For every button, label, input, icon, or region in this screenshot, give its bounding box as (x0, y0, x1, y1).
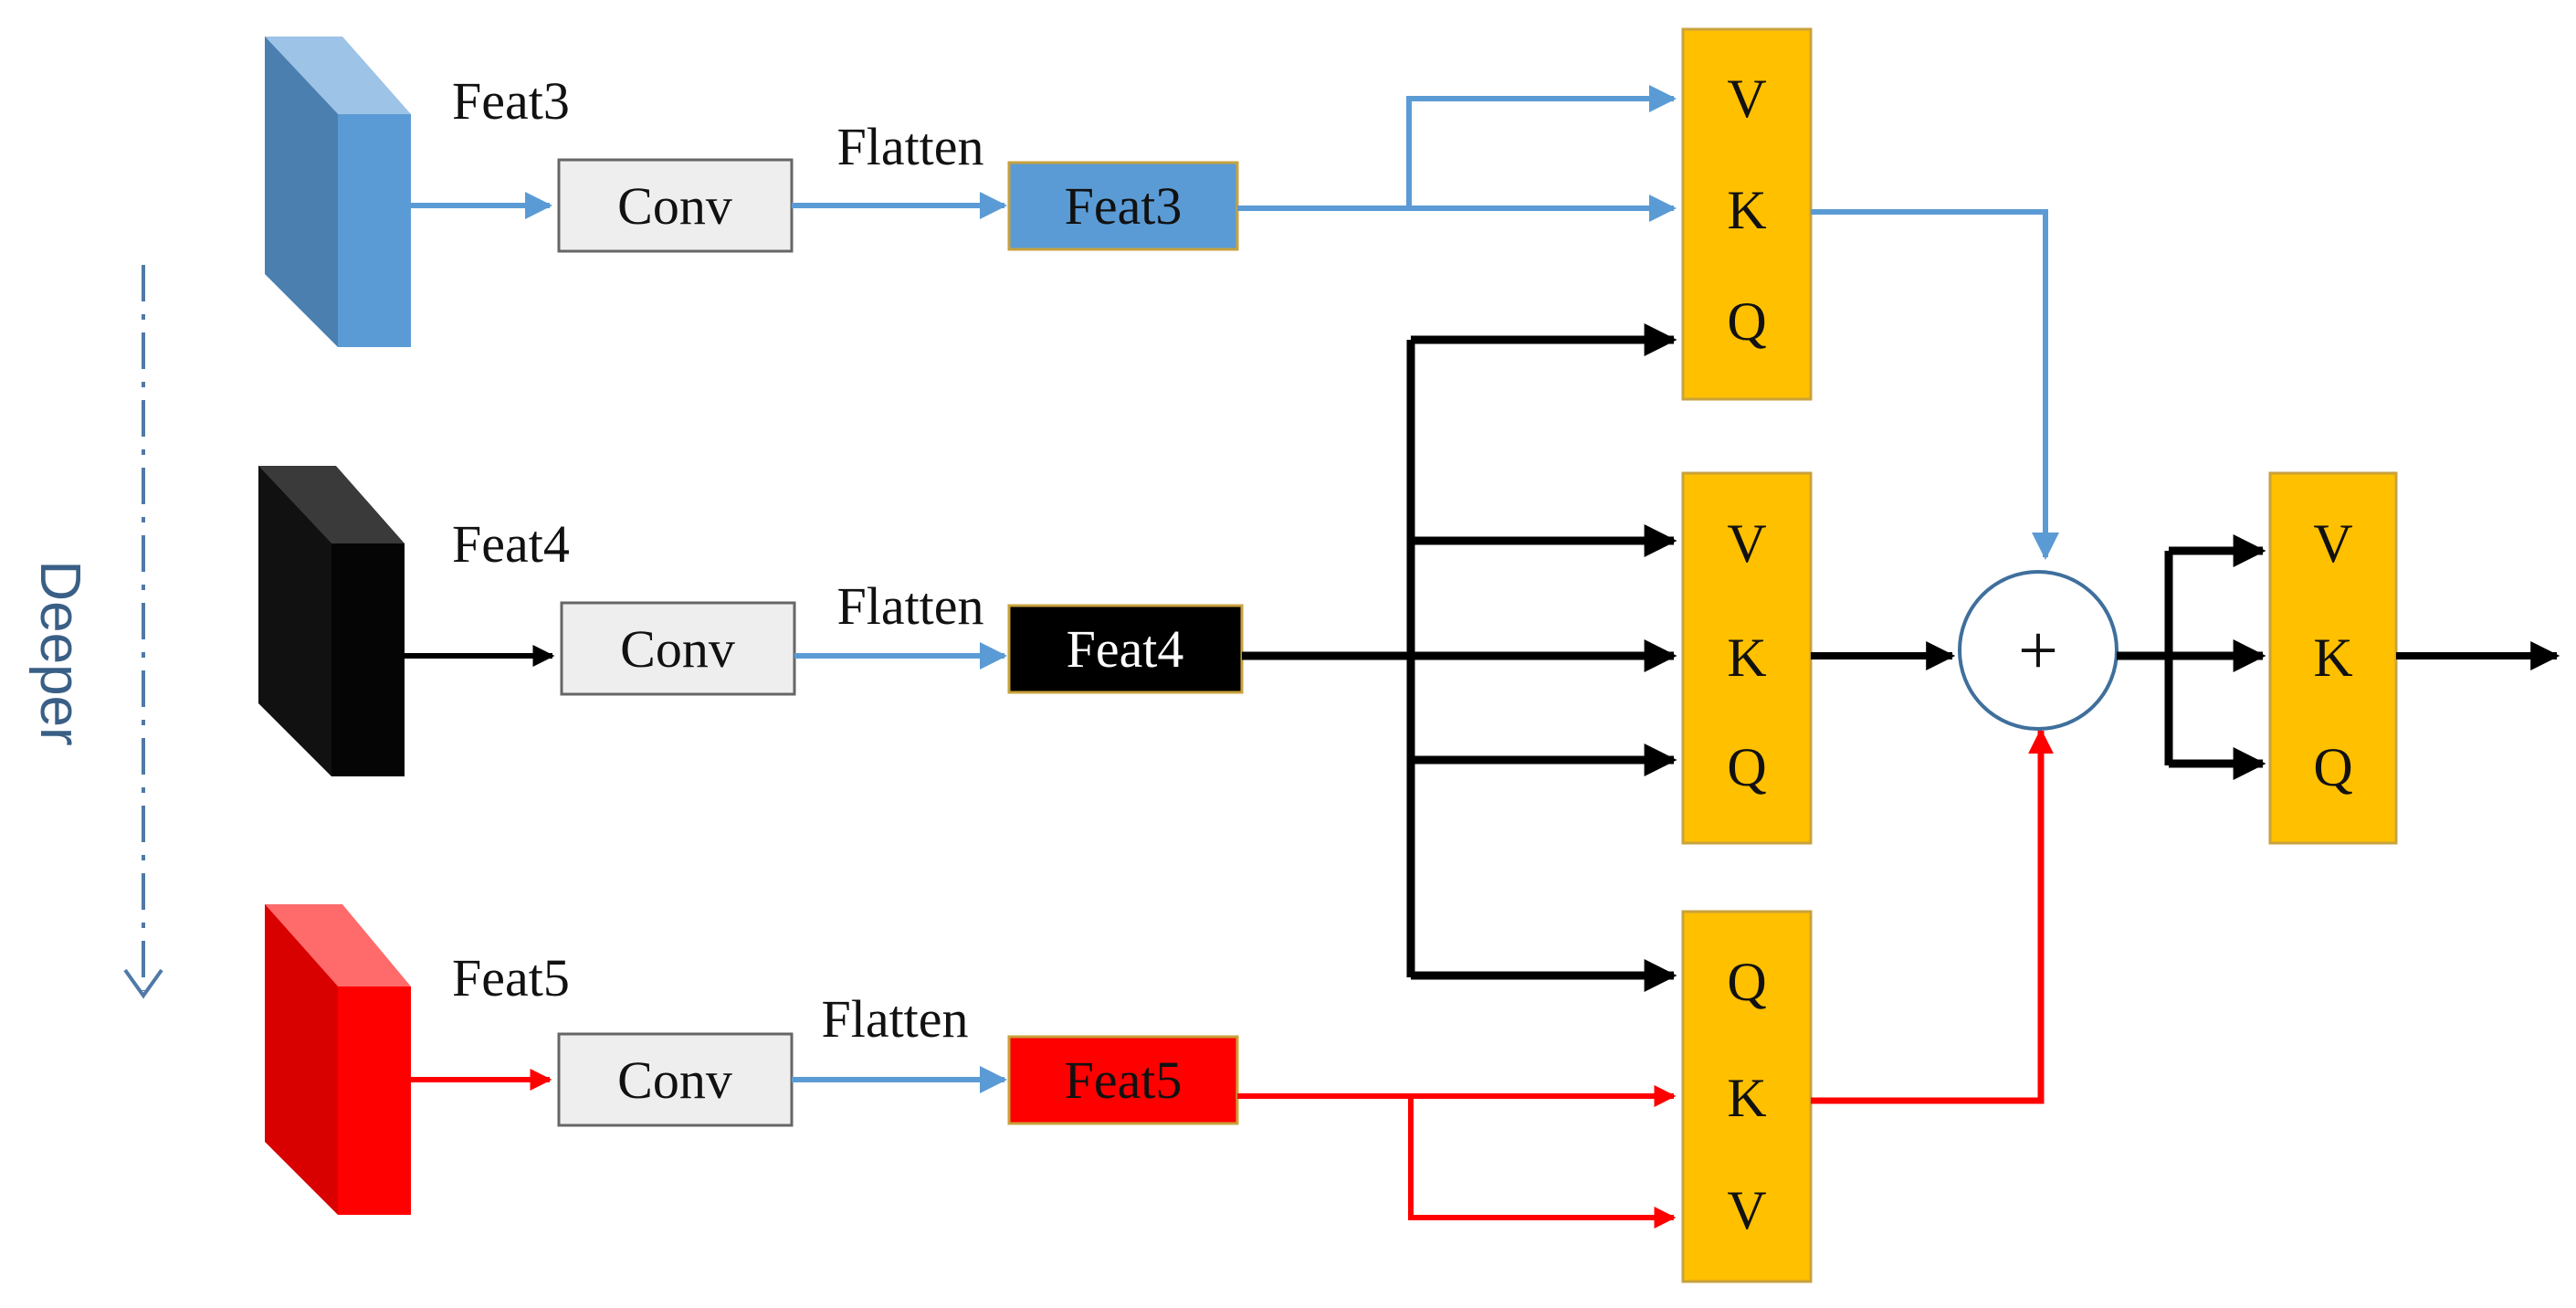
attn-top-to-sum-arrow (1811, 209, 2059, 560)
feat3-token-box (1007, 161, 1239, 251)
feat5-flatten-label: Flatten (821, 989, 968, 1049)
feat5-cube-label: Feat5 (452, 948, 570, 1007)
attn-final-letter-2: Q (2313, 737, 2352, 797)
feat4-conv-box (560, 601, 796, 696)
row-feat3: Feat3 Conv Flatten Feat3 (265, 37, 1677, 347)
feat4-token-label: Feat4 (1067, 619, 1184, 679)
feat3-flatten-label: Flatten (836, 117, 983, 176)
feat5-conv-label: Conv (617, 1050, 732, 1110)
feat4-flatten-label: Flatten (836, 576, 983, 636)
attn-mid-letter-2: Q (1727, 737, 1766, 797)
attn-mid-letter-0: V (1727, 513, 1766, 574)
dashdot-down-arrow-icon (123, 968, 163, 999)
feat5-cube (265, 904, 411, 1215)
attn-final-letter-1: K (2313, 628, 2352, 688)
attn-final-letter-0: V (2313, 513, 2352, 574)
attn-top-letter-0: V (1727, 69, 1766, 129)
attn-top-letter-2: Q (1727, 291, 1766, 352)
attn-mid-letter-1: K (1727, 628, 1766, 688)
attn-bottom-block: Q K V (1681, 910, 1813, 1283)
feat3-conv-box (557, 158, 794, 253)
feat4-token-box (1007, 604, 1244, 694)
feat3-token-label: Feat3 (1065, 176, 1183, 236)
row-feat4: Feat4 Conv Flatten Feat4 (258, 323, 1677, 992)
feat5-conv-box (557, 1032, 794, 1127)
attn-final-block: V K Q (2268, 471, 2398, 845)
attn-mid-block: V K Q (1681, 471, 1813, 845)
feat3-cube-label: Feat3 (452, 71, 570, 131)
attn-top-letter-1: K (1727, 180, 1766, 240)
feat5-to-V-arrow (1408, 1096, 1677, 1229)
attn-bottom-letter-1: K (1727, 1068, 1766, 1128)
deeper-label: Deeper (28, 560, 91, 745)
feat5-token-label: Feat5 (1065, 1050, 1183, 1110)
feat4-cube (258, 466, 405, 776)
row-feat5: Feat5 Conv Flatten Feat5 (265, 904, 1677, 1229)
feat5-token-box (1007, 1035, 1239, 1125)
feat3-cube (265, 37, 411, 347)
plus-circle-icon: + (1958, 570, 2119, 731)
attn-bottom-letter-2: V (1727, 1180, 1766, 1240)
deeper-indicator: Deeper (28, 265, 163, 999)
attn-bottom-to-sum-arrow (1811, 728, 2054, 1104)
attn-bottom-letter-0: Q (1727, 952, 1766, 1012)
feat4-conv-label: Conv (620, 619, 735, 679)
feat3-conv-label: Conv (617, 176, 732, 236)
feat4-cube-label: Feat4 (452, 514, 570, 574)
attn-top-block: V K Q (1681, 27, 1813, 401)
feat3-to-V-arrow (1406, 85, 1677, 208)
sum-symbol: + (2018, 610, 2058, 690)
